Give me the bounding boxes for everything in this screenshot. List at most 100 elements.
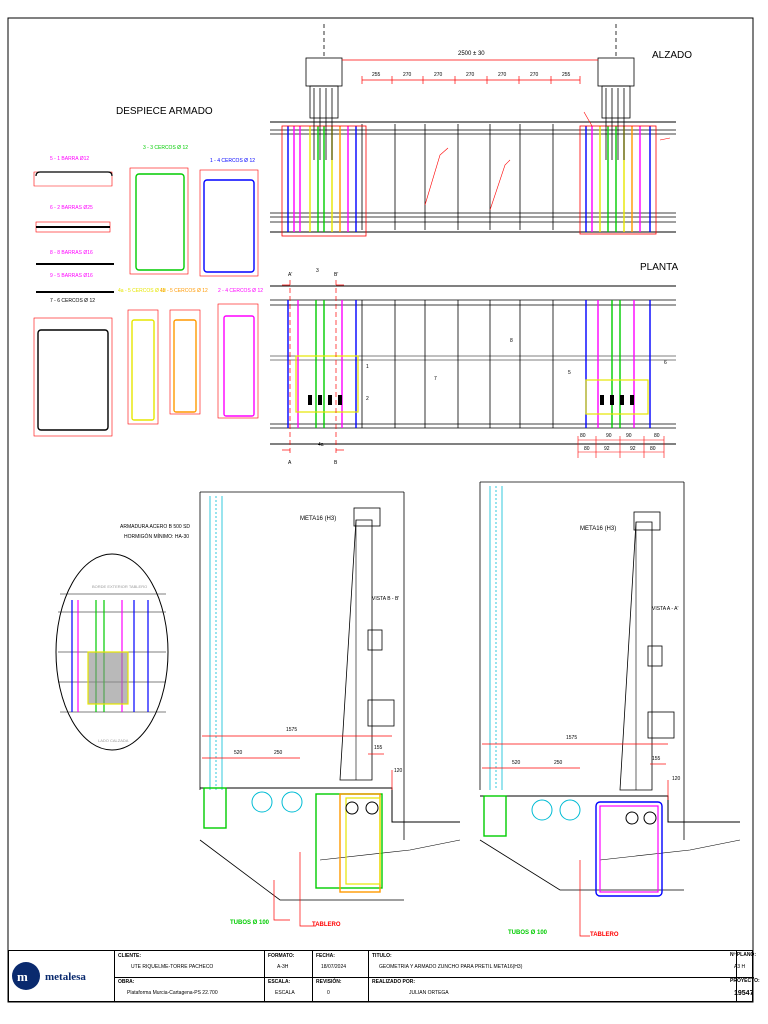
vista-b-label: VISTA B - B' <box>372 596 400 602</box>
despiece-shapes <box>33 167 259 437</box>
ring-label: 1 - 4 CERCOS Ø 12 <box>210 158 256 164</box>
logo-text: metalesa <box>45 971 86 983</box>
anchor-plate-right <box>597 24 635 160</box>
tablero-b-label: TABLERO <box>312 922 341 928</box>
alzado-seg-dim: 270 <box>403 72 412 78</box>
formato-key: FORMATO: <box>268 953 295 959</box>
bar-callout: 5 <box>568 370 571 376</box>
plano-value: A3 H <box>734 964 746 970</box>
logo-cell: metalesa <box>9 951 115 1001</box>
proyecto-value: 19547 <box>734 990 754 997</box>
bar-callout: 2 <box>366 396 369 402</box>
alzado-title: ALZADO <box>652 50 693 61</box>
obra-value: Plataforma Murcia-Cartagena-PS 22.700 <box>127 990 218 996</box>
section-marker: B' <box>334 272 339 278</box>
planta-title: PLANTA <box>640 262 679 273</box>
titulo-cell: TITULO: GEOMETRIA Y ARMADO ZUNCHO PARA P… <box>369 951 737 1001</box>
alzado-seg-dim: 270 <box>434 72 443 78</box>
titulo-value: GEOMETRIA Y ARMADO ZUNCHO PARA PRETIL ME… <box>379 964 523 970</box>
cliente-value: UTE RIQUELME-TORRE PACHECO <box>131 964 214 970</box>
realizado-value: JULIAN ORTEGA <box>409 990 449 996</box>
planta-dim: 80 <box>654 433 660 439</box>
ring-label: 3 - 3 CERCOS Ø 12 <box>143 145 189 151</box>
bar-callout: 7 <box>434 376 437 382</box>
dim-a: 250 <box>554 760 563 766</box>
bar-label: 6 - 2 BARRAS Ø25 <box>50 205 93 211</box>
alzado-seg-dim: 270 <box>466 72 475 78</box>
detail-circle <box>55 553 169 751</box>
cliente-key: CLIENTE: <box>118 953 142 959</box>
bar-label: 5 - 1 BARRA Ø12 <box>50 156 90 162</box>
bar-label: 9 - 5 BARRAS Ø16 <box>50 273 93 279</box>
proyecto-key: PROYECTO: <box>730 978 760 984</box>
formato-value: A-3H <box>277 964 289 970</box>
alzado-view <box>270 24 676 237</box>
planta-dim: 90 <box>606 433 612 439</box>
planta-dimension-lines <box>577 436 665 458</box>
ring-label: 2 - 4 CERCOS Ø 12 <box>218 288 264 294</box>
revision-key: REVISIÓN: <box>316 979 342 985</box>
ring-label: 7 - 6 CERCOS Ø 12 <box>50 298 96 304</box>
planta-dim: 90 <box>626 433 632 439</box>
section-marker: A' <box>288 272 293 278</box>
dim-a: 155 <box>652 756 661 762</box>
planta-view <box>270 280 676 458</box>
dim-b: 120 <box>394 768 403 774</box>
anchor-plate-left <box>305 24 343 160</box>
dim-b: 1575 <box>286 727 298 733</box>
planta-dim: 92 <box>630 446 636 452</box>
formato-cell: FORMATO: A-3H ESCALA: ESCALA <box>265 951 313 1001</box>
planta-dim: 80 <box>584 446 590 452</box>
tablero-a-label: TABLERO <box>590 932 619 938</box>
svg-text:m: m <box>17 969 28 984</box>
obra-key: OBRA: <box>118 979 135 985</box>
bar-label: 8 - 8 BARRAS Ø16 <box>50 250 93 256</box>
escala-value: ESCALA <box>275 990 295 996</box>
section-b-view <box>199 491 461 927</box>
dim-a: 120 <box>672 776 681 782</box>
alzado-seg-dim: 270 <box>498 72 507 78</box>
planta-dim: 80 <box>650 446 656 452</box>
bar-callout: 8 <box>510 338 513 344</box>
ring-label: 4a - 5 CERCOS Ø 12 <box>118 288 166 294</box>
section-cut-markers <box>282 280 344 456</box>
titulo-key: TITULO: <box>372 953 392 959</box>
tubos-a-label: TUBOS Ø 100 <box>508 930 548 936</box>
alzado-seg-dim: 255 <box>562 72 571 78</box>
bar-callout: 6 <box>664 360 667 366</box>
title-block: metalesa CLIENTE: UTE RIQUELME-TORRE PAC… <box>8 950 754 1002</box>
ring-label: 4b - 5 CERCOS Ø 12 <box>160 288 208 294</box>
note-hormigon: HORMIGÓN MÍNIMO: HA-30 <box>124 534 190 540</box>
tubos-b-label: TUBOS Ø 100 <box>230 920 270 926</box>
bar-callout: 1 <box>366 364 369 370</box>
planta-dim: 92 <box>604 446 610 452</box>
fecha-value: 18/07/2024 <box>321 964 347 970</box>
dim-b: 250 <box>274 750 283 756</box>
section-marker: A <box>288 460 292 466</box>
metalesa-logo: m <box>12 962 40 990</box>
fecha-cell: FECHA: 18/07/2024 REVISIÓN: 0 <box>313 951 369 1001</box>
alzado-seg-dim: 255 <box>372 72 381 78</box>
section-a-view <box>479 481 741 937</box>
revision-value: 0 <box>327 990 330 996</box>
fecha-key: FECHA: <box>316 953 335 959</box>
escala-key: ESCALA: <box>268 979 291 985</box>
note-armadura: ARMADURA ACERO B 500 SD <box>120 524 191 530</box>
vista-a-label: VISTA A - A' <box>652 606 679 612</box>
dim-b: 155 <box>374 745 383 751</box>
lado-label: LADO CALZADA <box>98 738 129 743</box>
meta-b-label: META16 (H3) <box>300 516 337 522</box>
plano-key: Nº PLANO: <box>730 952 756 958</box>
section-marker: B <box>334 460 338 466</box>
dim-a: 1575 <box>566 735 578 741</box>
sheet-border <box>7 17 754 1003</box>
bar-callout: 4a <box>318 442 324 448</box>
alzado-dimension-lines <box>342 59 598 84</box>
borde-label: BORDE EXTERIOR TABLERO <box>92 584 148 589</box>
section-marker: 3 <box>316 268 319 274</box>
alzado-seg-dim: 270 <box>530 72 539 78</box>
planta-dim: 80 <box>580 433 586 439</box>
meta-a-label: META16 (H3) <box>580 526 617 532</box>
dim-b: 520 <box>234 750 243 756</box>
